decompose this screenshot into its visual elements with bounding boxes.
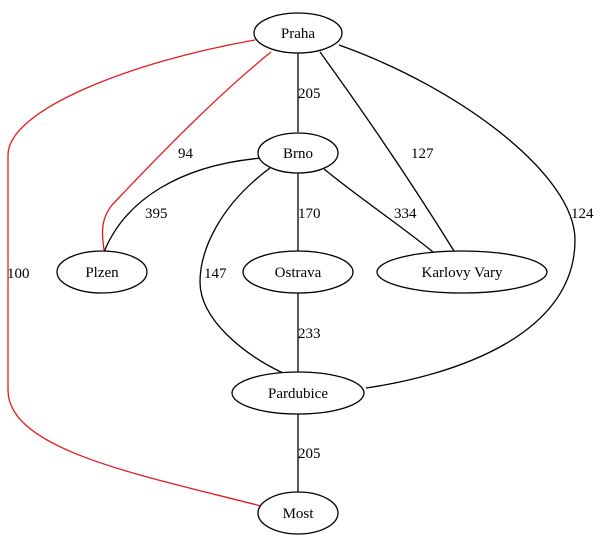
node-label-ostrava: Ostrava <box>275 265 322 281</box>
edge-praha-pardubice <box>338 44 576 389</box>
edge-label-brno-karlovy-vary: 334 <box>394 206 417 222</box>
node-brno: Brno <box>257 132 339 174</box>
node-plzen: Plzen <box>56 250 148 294</box>
edge-label-praha-karlovy-vary: 127 <box>411 146 434 162</box>
edge-label-pardubice-most: 205 <box>298 446 321 462</box>
node-label-brno: Brno <box>283 146 313 162</box>
node-pardubice: Pardubice <box>231 371 365 415</box>
edge-praha-karlovy-vary <box>319 51 455 252</box>
edge-praha-plzen <box>101 51 272 251</box>
node-label-praha: Praha <box>281 26 315 42</box>
edge-label-brno-pardubice: 147 <box>204 266 227 282</box>
edge-praha-most <box>7 39 262 507</box>
edge-label-praha-most: 100 <box>7 266 30 282</box>
node-karlovy-vary: Karlovy Vary <box>376 250 548 294</box>
edge-label-brno-plzen: 395 <box>145 206 168 222</box>
edge-labels-layer: 205 94 127 124 100 395 170 334 147 233 2… <box>7 86 594 462</box>
node-ostrava: Ostrava <box>242 250 354 294</box>
edge-label-ostrava-pardubice: 233 <box>298 326 321 342</box>
node-label-pardubice: Pardubice <box>268 386 328 402</box>
nodes-layer: Praha Brno Plzen Ostrava Karlovy Vary Pa… <box>56 12 548 535</box>
node-label-karlovy-vary: Karlovy Vary <box>422 265 503 281</box>
edge-brno-karlovy-vary <box>323 168 434 253</box>
node-most: Most <box>257 491 339 535</box>
edge-brno-pardubice <box>199 167 284 374</box>
edge-label-brno-ostrava: 170 <box>298 206 321 222</box>
node-praha: Praha <box>253 12 343 54</box>
node-label-plzen: Plzen <box>85 265 119 281</box>
edge-label-praha-plzen: 94 <box>178 146 194 162</box>
node-label-most: Most <box>283 506 315 522</box>
edges-layer <box>7 39 576 507</box>
edge-label-praha-brno: 205 <box>298 86 321 102</box>
edge-label-praha-pardubice: 124 <box>571 206 594 222</box>
edge-brno-plzen <box>103 157 263 253</box>
